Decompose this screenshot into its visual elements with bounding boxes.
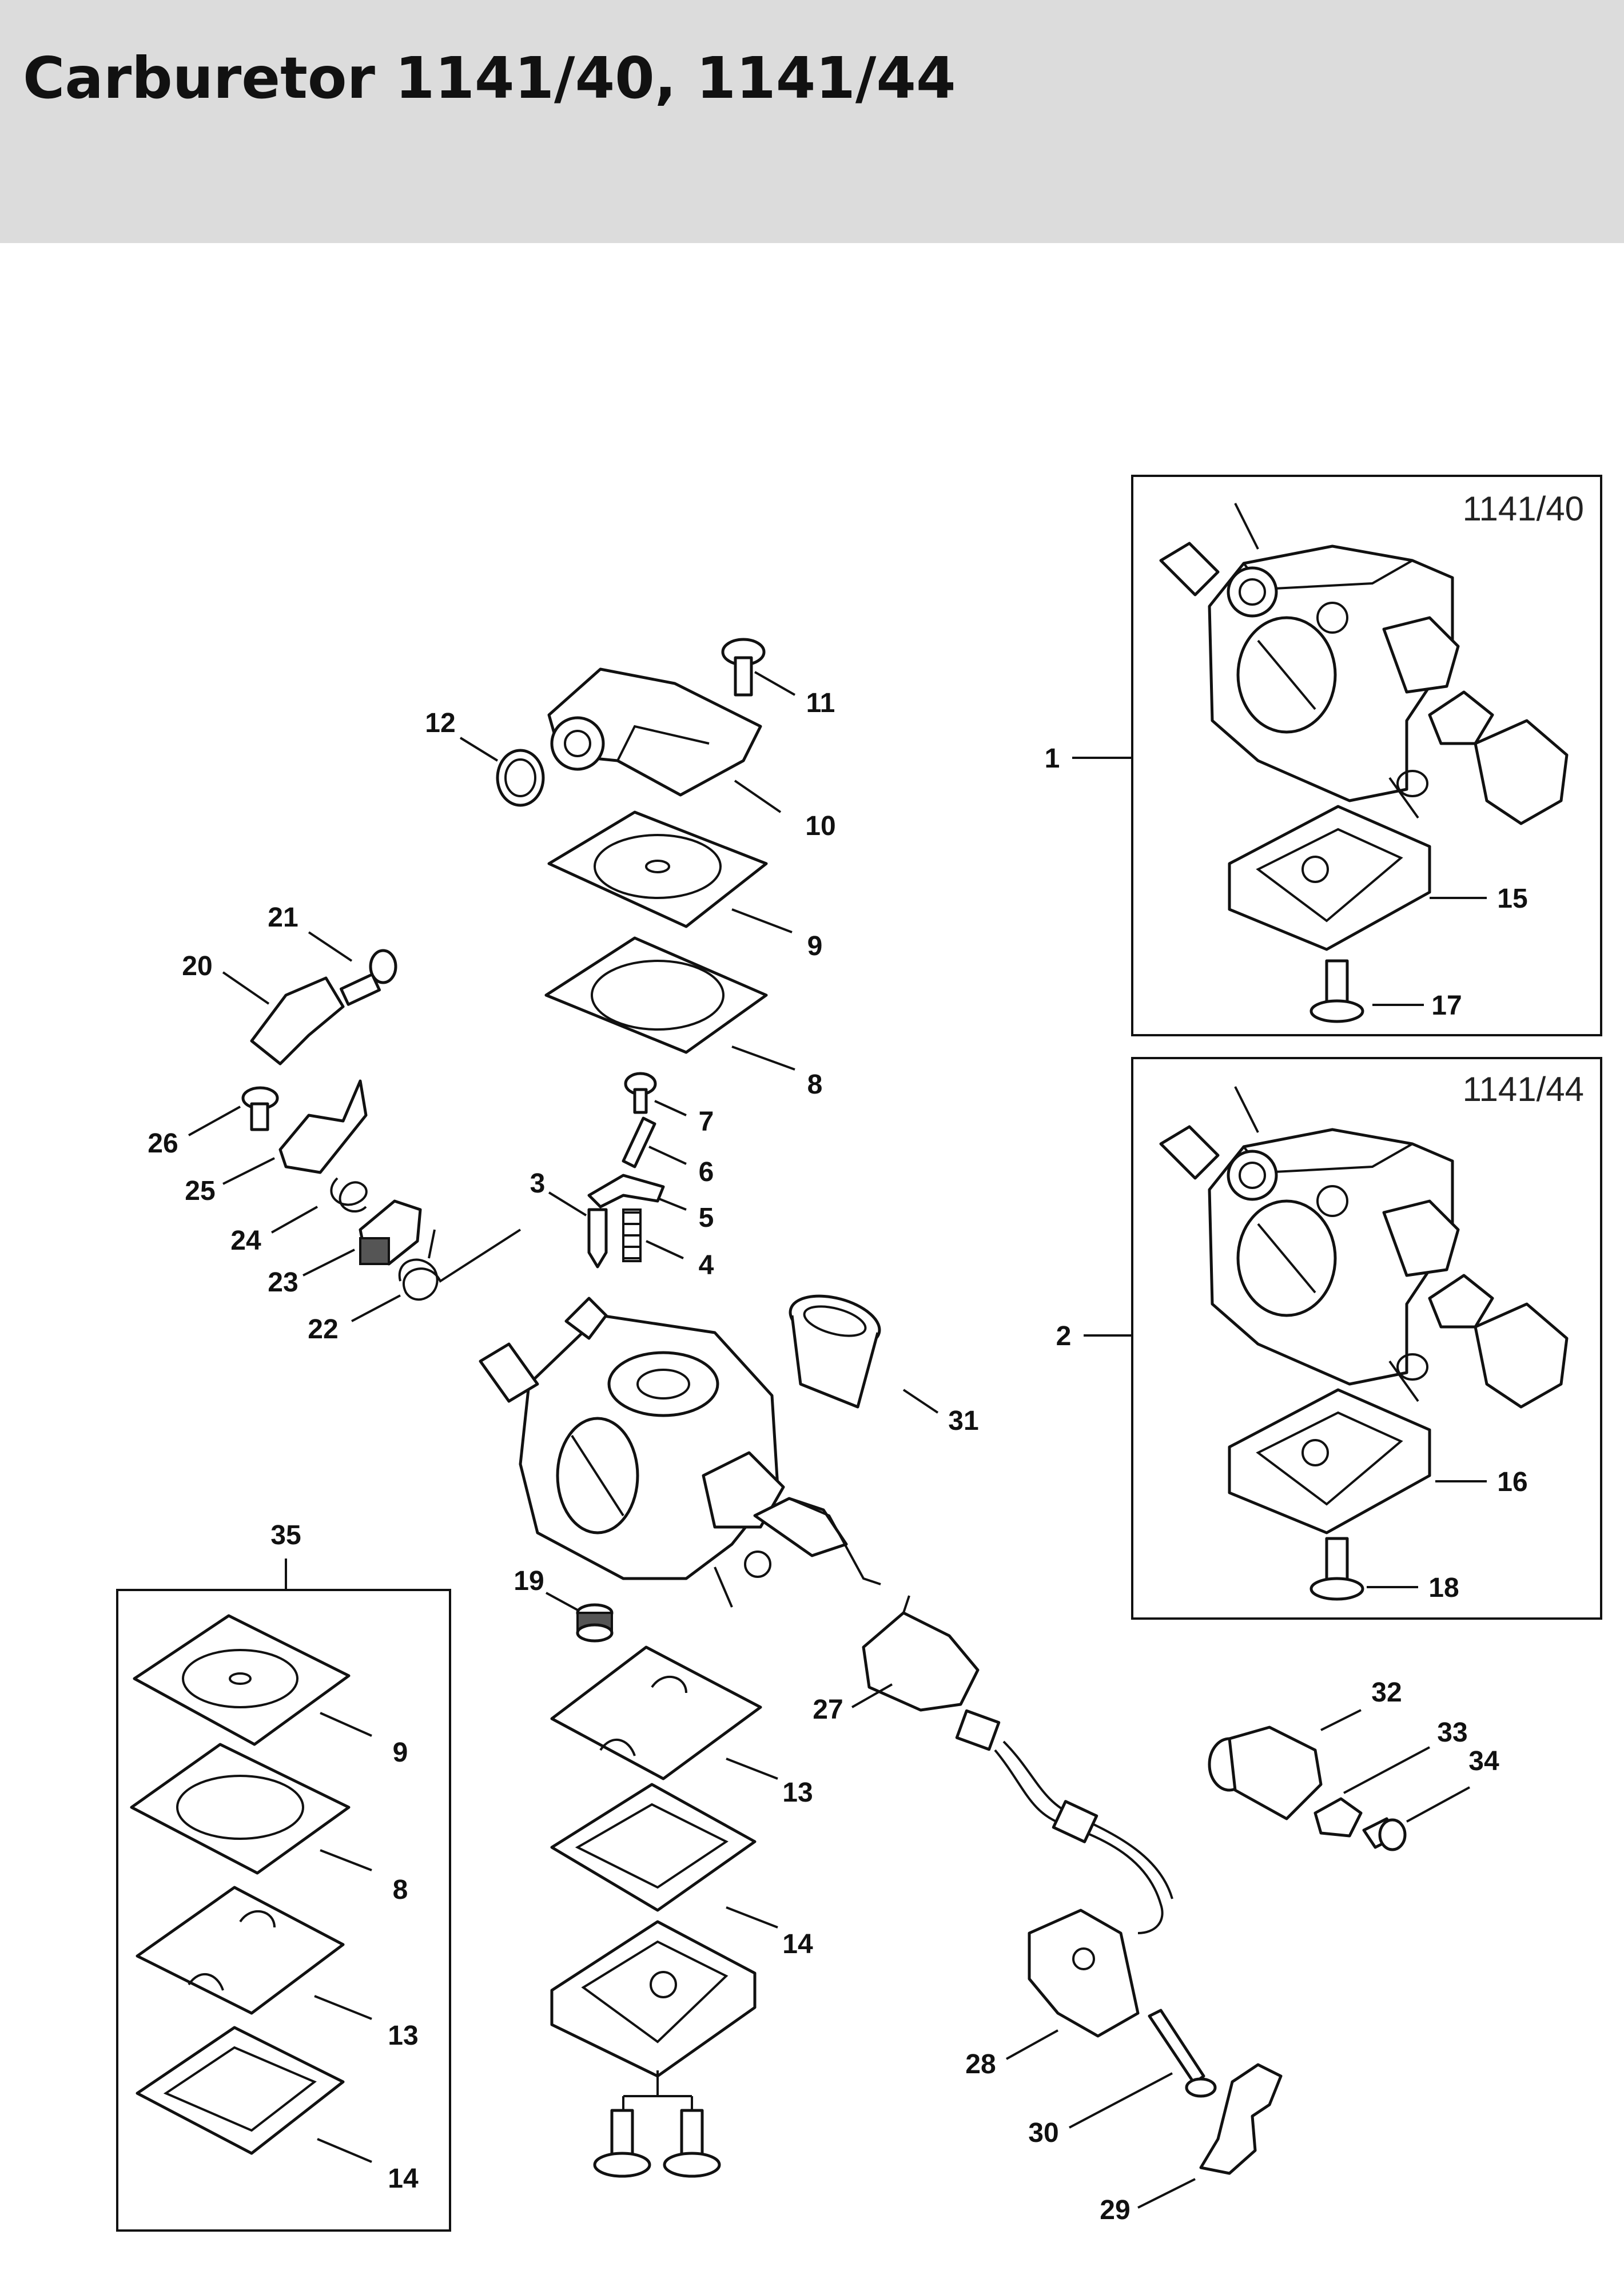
part-24-clip xyxy=(330,1177,368,1213)
page-title: Carburetor 1141/40, 1141/44 xyxy=(23,45,956,112)
callout-13: 13 xyxy=(782,1778,813,1808)
callout-21: 21 xyxy=(268,903,298,933)
callout-7: 7 xyxy=(699,1107,714,1137)
part-6-pin xyxy=(622,1116,656,1168)
kit-part-13-gasket xyxy=(136,1886,345,2015)
kit-callout-14: 14 xyxy=(388,2164,419,2194)
callout-16: 16 xyxy=(1497,1467,1527,1497)
callout-23: 23 xyxy=(268,1267,298,1298)
part-22-spring xyxy=(398,1229,522,1301)
part-31-sleeve xyxy=(789,1294,881,1409)
callout-32: 32 xyxy=(1371,1677,1402,1708)
callout-1: 1 xyxy=(1045,744,1060,774)
part-21-screw xyxy=(339,949,397,1006)
part-18-screw xyxy=(1309,1537,1364,1601)
variant-box-1141-40: 1141/40 1 xyxy=(1045,475,1602,1036)
part-20-bracket xyxy=(250,976,345,1066)
callout-5: 5 xyxy=(699,1203,714,1233)
callout-6: 6 xyxy=(699,1157,714,1187)
callout-20: 20 xyxy=(182,951,212,981)
part-28-sensor xyxy=(1028,1909,1140,2038)
callout-35: 35 xyxy=(270,1520,301,1551)
callout-31: 31 xyxy=(948,1406,978,1436)
callout-25: 25 xyxy=(185,1176,215,1206)
kit-part-9-diaphragm xyxy=(133,1614,351,1746)
part-10-cover xyxy=(547,667,762,797)
callout-34: 34 xyxy=(1468,1746,1499,1776)
part-3-needle xyxy=(587,1208,608,1269)
part-32-valve xyxy=(1208,1726,1323,1820)
variant-label-1141-44: 1141/44 xyxy=(1463,1070,1584,1108)
callout-30: 30 xyxy=(1028,2118,1058,2148)
kit-part-8-gasket xyxy=(130,1743,351,1875)
part-27-housing xyxy=(862,1595,980,1712)
part-12-o-ring xyxy=(496,749,545,807)
callout-3: 3 xyxy=(530,1168,546,1199)
part-13-gasket xyxy=(550,1645,762,1780)
variant-box-1141-44: 1141/44 2 16 xyxy=(1056,1057,1602,1620)
part-26-screw xyxy=(241,1086,279,1131)
callout-4: 4 xyxy=(699,1250,714,1281)
callout-14: 14 xyxy=(782,1929,813,1959)
callout-17: 17 xyxy=(1431,991,1462,1021)
variant-label-1141-40: 1141/40 xyxy=(1463,490,1584,528)
callout-26: 26 xyxy=(148,1128,178,1159)
part-8-gasket xyxy=(544,936,768,1054)
part-15-pump-cover xyxy=(1228,805,1431,951)
callout-12: 12 xyxy=(425,708,455,738)
part-17-screw xyxy=(1309,959,1364,1023)
carburetor-assembly-2 xyxy=(1159,1086,1569,1409)
part-23-cam xyxy=(359,1199,422,1266)
callout-15: 15 xyxy=(1497,884,1527,914)
callout-8: 8 xyxy=(807,1070,823,1100)
callout-24: 24 xyxy=(230,1226,261,1256)
part-29-clip xyxy=(1199,2063,1283,2175)
kit-box-35: 35 9 8 13 14 xyxy=(116,1520,451,2232)
callout-22: 22 xyxy=(308,1314,338,1345)
callout-9: 9 xyxy=(807,931,823,961)
pump-cover xyxy=(550,1920,757,2078)
callout-28: 28 xyxy=(965,2049,996,2080)
part-11-screw xyxy=(721,638,766,697)
part-16-pump-cover xyxy=(1228,1388,1431,1534)
kit-callout-13: 13 xyxy=(388,2021,418,2051)
wire-harness xyxy=(955,1709,1173,1934)
carburetor-assembly-1 xyxy=(1159,503,1569,825)
callout-11: 11 xyxy=(806,688,835,718)
callout-18: 18 xyxy=(1428,1573,1459,1603)
part-9-diaphragm xyxy=(547,810,768,928)
part-5-lever xyxy=(587,1174,665,1208)
pump-cover-screws xyxy=(593,2070,721,2178)
callout-33: 33 xyxy=(1437,1718,1467,1748)
kit-part-14-gasket xyxy=(136,2026,345,2155)
part-25-lever xyxy=(278,1079,368,1174)
carburetor-body xyxy=(479,1297,881,1608)
part-14-gasket xyxy=(550,1783,757,1912)
part-30-screw xyxy=(1148,2009,1217,2098)
callout-29: 29 xyxy=(1100,2195,1130,2225)
part-19-filter xyxy=(576,1603,614,1643)
header-bar: Carburetor 1141/40, 1141/44 xyxy=(0,0,1624,243)
callout-10: 10 xyxy=(805,811,835,841)
kit-callout-8: 8 xyxy=(393,1875,408,1905)
part-34-screw xyxy=(1362,1817,1407,1851)
part-4-spring xyxy=(622,1208,642,1262)
kit-callout-9: 9 xyxy=(393,1738,408,1768)
callout-27: 27 xyxy=(813,1695,843,1725)
callout-2: 2 xyxy=(1056,1321,1072,1351)
part-33-clip xyxy=(1313,1797,1363,1838)
part-7-screw xyxy=(624,1072,657,1114)
callout-19: 19 xyxy=(514,1566,544,1596)
